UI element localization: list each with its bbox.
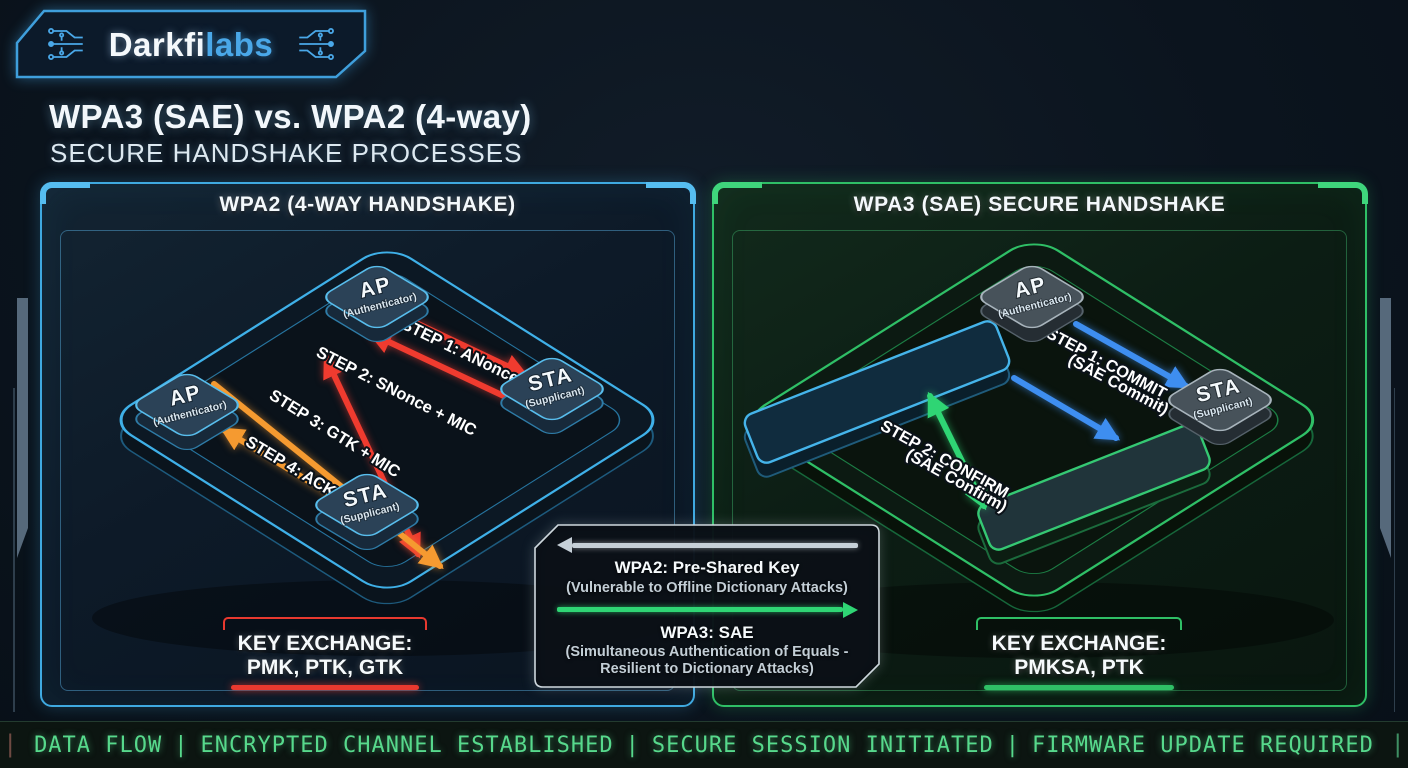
wpa2-node-ap-top: AP (Authenticator)	[325, 265, 429, 343]
wpa2-panel-inner-border	[60, 230, 675, 691]
wpa2-node-ap-left: AP (Authenticator)	[135, 373, 239, 451]
comparison-box-frame	[534, 524, 880, 688]
right-decor-bar	[1380, 298, 1391, 558]
wpa3-step2-arrow	[927, 391, 987, 511]
arrow-head	[842, 601, 858, 618]
wpa2-panel-title: WPA2 (4-WAY HANDSHAKE)	[219, 193, 516, 216]
right-decor-line	[1393, 388, 1395, 712]
status-separator: |	[1005, 732, 1021, 758]
wpa3-arrows	[927, 321, 1191, 511]
key-exchange-title: KEY EXCHANGE:	[237, 632, 413, 655]
status-text: DATA FLOW | ENCRYPTED CHANNEL ESTABLISHED |…	[34, 733, 1374, 758]
wpa2-step4-arrow	[219, 427, 333, 497]
wpa3-step1-arrow-b	[1011, 375, 1121, 441]
wpa3-panel-title: WPA3 (SAE) SECURE HANDSHAKE	[853, 193, 1226, 216]
arrow-shaft	[556, 607, 843, 613]
wpa3-commit-slab	[743, 320, 1011, 478]
wpa2-node-sta-right: STA (Supplicant)	[500, 357, 604, 435]
comparison-wpa2-note: (Vulnerable to Offline Dictionary Attack…	[566, 579, 848, 596]
left-decor-bar	[17, 298, 28, 558]
wpa3-confirm-slab	[977, 423, 1211, 565]
brand-primary: Darkfi	[108, 25, 206, 63]
underline-bar	[231, 685, 419, 690]
left-decor-line	[13, 388, 15, 712]
status-item-secure-session: SECURE SESSION INITIATED	[651, 732, 994, 758]
wpa2-step2-arrow	[367, 331, 511, 401]
logo-frame	[15, 9, 367, 79]
key-exchange-keys: PMK, PTK, GTK	[246, 655, 404, 679]
status-left-tick: |	[3, 730, 18, 758]
comparison-box: WPA2: Pre-Shared Key (Vulnerable to Offl…	[534, 524, 880, 688]
underline-bar	[984, 685, 1174, 690]
wpa2-key-exchange: KEY EXCHANGE: PMK, PTK, GTK	[223, 617, 427, 690]
wpa3-step1-arrow-a	[1073, 321, 1191, 389]
brand-secondary: labs	[205, 25, 274, 63]
comparison-wpa2-title: WPA2: Pre-Shared Key	[614, 558, 800, 578]
wpa3-panel: WPA3 (SAE) SECURE HANDSHAKE STEP 1: COMM…	[711, 181, 1368, 707]
wpa3-node-sta: STA (Supplicant)	[1168, 368, 1272, 446]
status-item-encrypted-channel: ENCRYPTED CHANNEL ESTABLISHED	[200, 732, 614, 758]
comparison-wpa3-note-line1: (Simultaneous Authentication of Equals -	[565, 644, 849, 661]
top-bracket	[223, 617, 427, 630]
status-bar: | DATA FLOW | ENCRYPTED CHANNEL ESTABLISHE…	[0, 721, 1408, 768]
node-label: STA	[341, 479, 390, 512]
comparison-wpa3-title: WPA3: SAE	[660, 622, 754, 642]
page-subtitle: SECURE HANDSHAKE PROCESSES	[50, 138, 523, 168]
wpa3-key-exchange: KEY EXCHANGE: PMKSA, PTK	[976, 617, 1182, 690]
arrow-head	[556, 537, 572, 554]
wpa3-diagram: STEP 1: COMMIT (SAE Commit) STEP 2: CONF…	[734, 243, 1334, 658]
circuit-icon	[299, 27, 335, 61]
key-exchange-keys: PMKSA, PTK	[1014, 655, 1144, 679]
logo-box: Darkfilabs	[14, 9, 368, 79]
status-right-tick: |	[1390, 730, 1405, 758]
brand-wordmark: Darkfilabs	[109, 28, 274, 61]
wpa3-panel-inner-border	[732, 230, 1347, 691]
status-separator: |	[174, 732, 189, 758]
key-exchange-title: KEY EXCHANGE:	[991, 632, 1167, 655]
status-separator: |	[625, 732, 640, 758]
status-item-firmware-update: FIRMWARE UPDATE REQUIRED	[1032, 732, 1374, 758]
wpa3-node-ap: AP (Authenticator)	[980, 265, 1084, 343]
comparison-wpa3-note-line2: Resilient to Dictionary Attacks)	[600, 660, 814, 677]
wpa2-direction-arrow	[556, 537, 858, 554]
wpa2-diagram: STEP 1: ANonce STEP 2: SNonce + MIC STEP…	[92, 251, 682, 656]
wpa3-direction-arrow	[556, 601, 858, 618]
circuit-icon	[47, 27, 83, 61]
wpa2-step1-arrow	[411, 319, 529, 377]
page-title: WPA3 (SAE) vs. WPA2 (4-way)	[49, 98, 532, 135]
top-bracket	[976, 617, 1182, 630]
wpa2-node-sta-bottom: STA (Supplicant)	[315, 473, 419, 551]
status-item-data-flow: DATA FLOW	[34, 732, 163, 758]
wpa2-step3-arrow	[211, 381, 444, 570]
arrow-shaft	[571, 542, 858, 548]
